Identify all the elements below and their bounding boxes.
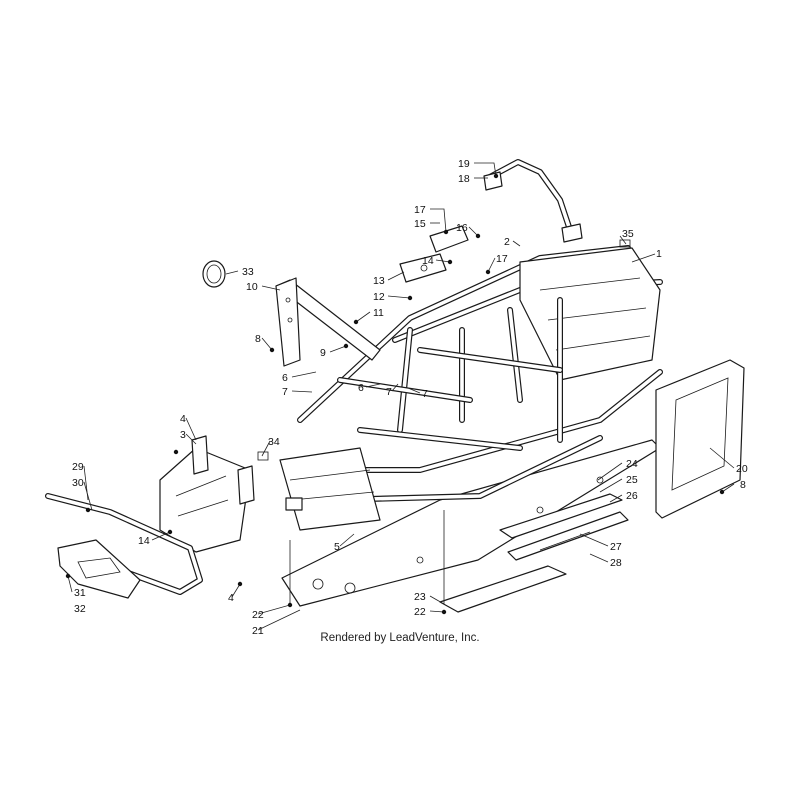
front-cross-member [275,277,381,367]
roll-bar [483,159,583,243]
main-frame [279,245,663,531]
callout-7: 7 [386,386,392,398]
callout-28: 28 [610,557,622,569]
callout-25: 25 [626,474,638,486]
grommet-ring [202,260,226,288]
callout-34: 34 [268,436,280,448]
callout-6: 6 [282,372,288,384]
callout-2: 2 [504,236,510,248]
callout-7: 7 [282,386,288,398]
callout-21: 21 [252,625,264,637]
leader-lines [67,162,735,631]
callout-1: 1 [656,248,662,260]
callout-20: 20 [736,463,748,475]
callout-19: 19 [458,158,470,170]
callout-24: 24 [626,458,638,470]
callout-6: 6 [358,382,364,394]
step-rail [499,493,629,561]
callout-17: 17 [496,253,508,265]
callout-10: 10 [246,281,258,293]
callout-27: 27 [610,541,622,553]
rendered-by-credit: Rendered by LeadVenture, Inc. [320,632,480,644]
callout-4: 4 [180,413,186,425]
callout-35: 35 [622,228,634,240]
callout-14: 14 [138,535,150,547]
callout-15: 15 [414,218,426,230]
front-bumper-bracket [159,435,255,553]
callout-17: 17 [414,204,426,216]
callout-labels: 19 18 17 15 16 2 17 35 1 14 33 13 10 12 … [72,158,748,637]
bumper-skid-plate [57,539,141,599]
callout-32: 32 [74,603,86,615]
callout-26: 26 [626,490,638,502]
callout-11: 11 [373,307,384,319]
callout-13: 13 [373,275,385,287]
front-bumper [45,493,203,595]
callout-9: 9 [320,347,326,359]
callout-12: 12 [373,291,385,303]
skid-plate-rear [439,565,567,613]
callout-16: 16 [456,222,468,234]
callout-22: 22 [252,609,264,621]
callout-5: 5 [334,541,340,553]
callout-31: 31 [74,587,86,599]
callout-18: 18 [458,173,470,185]
callout-7: 7 [422,388,428,400]
callout-4: 4 [228,592,234,604]
callout-8: 8 [255,333,261,345]
callout-8: 8 [740,479,746,491]
fastener-dots [65,173,725,615]
callout-29: 29 [72,461,84,473]
callout-33: 33 [242,266,254,278]
side-panel [655,359,745,519]
callout-23: 23 [414,591,426,603]
callout-14: 14 [422,255,434,267]
bracket-15 [429,225,469,253]
bracket-13 [399,253,447,283]
callout-3: 3 [180,429,186,441]
callout-30: 30 [72,477,84,489]
callout-22: 22 [414,606,426,618]
